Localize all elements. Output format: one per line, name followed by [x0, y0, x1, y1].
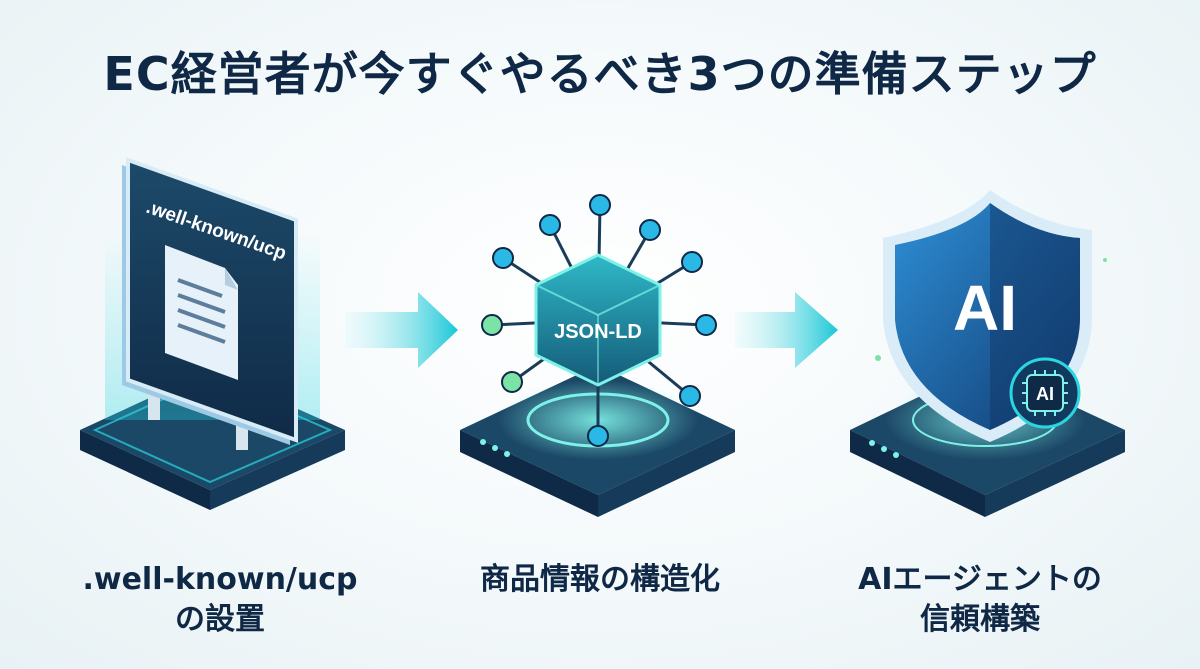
- ai-chip-badge-icon: [1009, 357, 1081, 429]
- step-3-illustration: AI AI: [850, 190, 1125, 517]
- step-1-illustration: .well-known/ucp: [80, 157, 345, 510]
- step-1-label-line1: .well-known/ucp: [82, 562, 358, 597]
- page-title: EC経営者が今すぐやるべき3つの準備ステップ: [103, 47, 1097, 101]
- shield-text: AI: [953, 272, 1017, 344]
- step-2-label: 商品情報の構造化: [420, 560, 780, 600]
- step-3-label-line2: 信頼構築: [920, 602, 1040, 637]
- document-panel-icon: [122, 157, 298, 445]
- step-1-label: .well-known/ucp の設置: [40, 560, 400, 640]
- step-2-illustration: JSON-LD: [460, 194, 735, 517]
- cube-text: JSON-LD: [554, 321, 642, 343]
- step-2-label-line1: 商品情報の構造化: [480, 562, 720, 597]
- network-nodes: [481, 194, 717, 447]
- step-3-label: AIエージェントの 信頼構築: [800, 560, 1160, 640]
- chip-text: AI: [1036, 384, 1054, 404]
- arrow-right-icon: [735, 292, 838, 368]
- structured-data-cube-icon: [534, 253, 662, 387]
- step-1-label-line2: の設置: [175, 602, 265, 637]
- step-3-label-line1: AIエージェントの: [858, 562, 1102, 597]
- arrow-right-icon: [345, 292, 458, 368]
